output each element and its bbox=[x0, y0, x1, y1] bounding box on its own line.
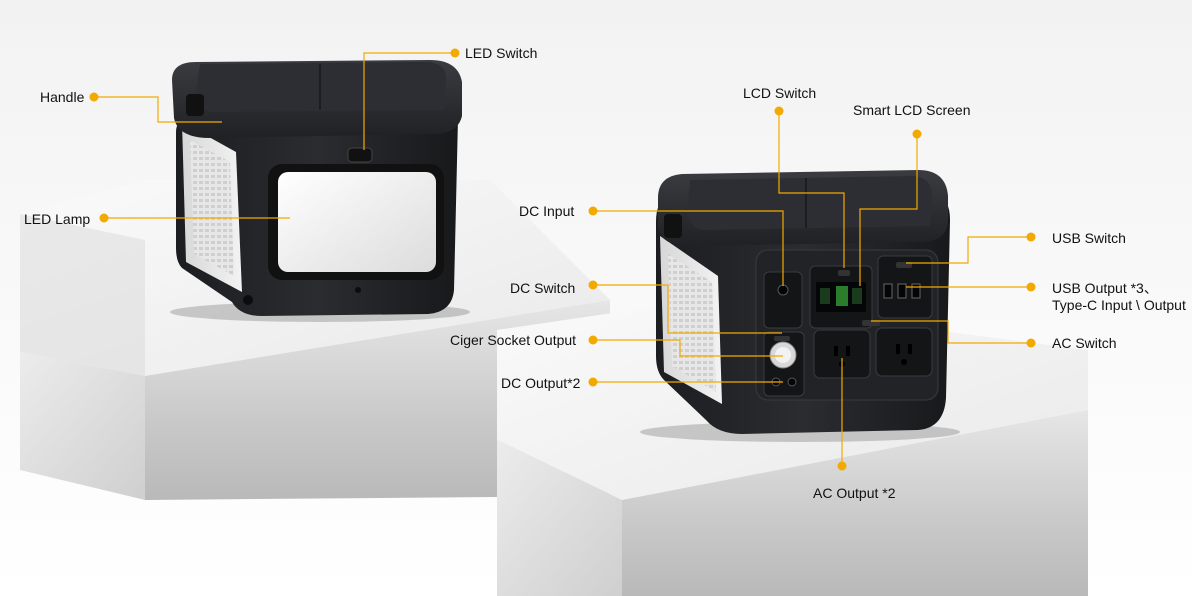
dot-dc-switch bbox=[588, 280, 598, 290]
label-dc-output: DC Output*2 bbox=[501, 375, 581, 391]
left-pedestal bbox=[20, 180, 610, 500]
label-dc-input: DC Input bbox=[519, 203, 575, 219]
dot-lcd-switch bbox=[774, 106, 784, 116]
dot-dc-input bbox=[588, 206, 598, 216]
label-usb-output: USB Output *3、 Type-C Input \ Output bbox=[1052, 280, 1186, 313]
callout-dots bbox=[89, 48, 1036, 471]
power-station-lamp-view bbox=[170, 60, 470, 322]
leader-ciger-socket bbox=[593, 339, 783, 357]
leader-handle bbox=[94, 96, 222, 123]
dot-smart-lcd bbox=[912, 129, 922, 139]
dot-handle bbox=[89, 92, 99, 102]
callout-leaders bbox=[94, 52, 1031, 466]
label-lcd-switch: LCD Switch bbox=[743, 85, 817, 101]
leader-ac-switch bbox=[871, 320, 1031, 344]
leader-usb-switch bbox=[906, 236, 1031, 264]
label-led-switch: LED Switch bbox=[465, 45, 538, 61]
dot-usb-output bbox=[1026, 282, 1036, 292]
leader-dc-switch bbox=[593, 284, 782, 334]
label-dc-switch: DC Switch bbox=[510, 280, 576, 296]
dot-led-switch bbox=[450, 48, 460, 58]
label-ac-switch: AC Switch bbox=[1052, 335, 1117, 351]
label-ac-output: AC Output *2 bbox=[813, 485, 896, 501]
label-handle: Handle bbox=[40, 89, 85, 105]
dot-usb-switch bbox=[1026, 232, 1036, 242]
dot-ciger-socket bbox=[588, 335, 598, 345]
dot-dc-output bbox=[588, 377, 598, 387]
label-usb-switch: USB Switch bbox=[1052, 230, 1126, 246]
leader-lcd-switch bbox=[778, 111, 845, 268]
leader-smart-lcd bbox=[859, 134, 918, 286]
power-station-port-view bbox=[640, 170, 960, 442]
label-smart-lcd-screen: Smart LCD Screen bbox=[853, 102, 971, 118]
label-ciger-socket-output: Ciger Socket Output bbox=[450, 332, 577, 348]
dot-ac-output bbox=[837, 461, 847, 471]
dot-ac-switch bbox=[1026, 338, 1036, 348]
leader-dc-input bbox=[593, 210, 784, 286]
leader-led-switch bbox=[363, 52, 455, 150]
label-led-lamp: LED Lamp bbox=[24, 211, 91, 227]
dot-led-lamp bbox=[99, 213, 109, 223]
